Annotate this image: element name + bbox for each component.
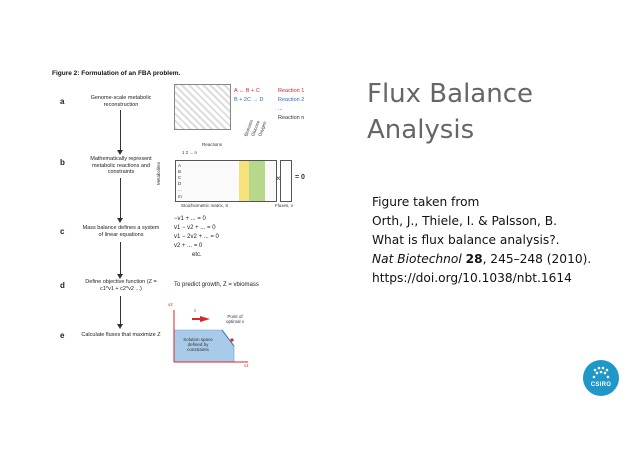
slide-title-line-1: Flux Balance — [367, 79, 534, 109]
objective-arrow-icon — [200, 316, 210, 322]
reaction-1-label: Reaction 1 — [278, 88, 305, 94]
caption-doi-link[interactable]: https://doi.org/10.1038/nbt.1614 — [372, 271, 572, 285]
journal-volume: 28 — [465, 252, 483, 266]
reaction-ellipsis: ... — [278, 106, 283, 112]
plot-x-label: v1 — [244, 363, 249, 368]
figure-title: Figure 2: Formulation of an FBA problem. — [52, 70, 181, 77]
slide-title: Flux Balance Analysis — [367, 76, 533, 148]
matrix-row-a: A — [178, 163, 182, 168]
matrix-row-m: m — [178, 194, 182, 199]
logo-text: CSIRO — [590, 382, 612, 388]
equation-etc: etc. — [192, 252, 202, 258]
stoichiometric-matrix: A B C D ... m — [175, 160, 277, 202]
equals-zero: = 0 — [295, 174, 305, 181]
step-text-a: Genome-scale metabolic reconstruction — [90, 95, 152, 108]
matrix-caption: Stoichiometric matrix, S — [181, 203, 229, 208]
caption-line-2: Orth, J., Thiele, I. & Palsson, B. — [372, 214, 557, 228]
multiply-sign: × — [276, 174, 281, 183]
step-letter-a: a — [60, 97, 65, 106]
reaction-2-equation: B + 2C → D — [234, 97, 264, 103]
journal-name: Nat Biotechnol — [372, 252, 462, 266]
arrowhead-a-icon — [117, 150, 123, 155]
matrix-columns: 1 2 ... n — [182, 150, 198, 155]
solution-space-plot: v2 v1 z Point of optimal v Solution spac… — [168, 302, 250, 368]
journal-pages: , 245–248 (2010). — [482, 252, 592, 266]
equation-2: v1 − v2 + ... = 0 — [174, 225, 216, 231]
metabolic-network-image — [174, 84, 231, 130]
arrowhead-c-icon — [117, 274, 123, 279]
caption-line-1: Figure taken from — [372, 195, 480, 209]
csiro-logo: CSIRO — [583, 360, 619, 396]
flow-arrow-b — [120, 178, 121, 220]
plot-y-label: v2 — [168, 302, 173, 307]
caption-line-3: What is flux balance analysis?. — [372, 233, 560, 247]
arrowhead-d-icon — [117, 324, 123, 329]
reaction-2-label: Reaction 2 — [278, 97, 305, 103]
flow-arrow-c — [120, 242, 121, 276]
solution-space-label: Solution space defined by constraints — [183, 337, 213, 352]
predict-growth-text: To predict growth, Z = vbiomass — [174, 282, 259, 288]
matrix-band-yellow — [239, 161, 249, 201]
matrix-row-d: D — [178, 181, 182, 186]
flux-caption: Fluxes, v — [275, 203, 294, 208]
flow-arrow-d — [120, 296, 121, 326]
equation-3: v1 − 2v2 + ... = 0 — [174, 234, 219, 240]
plot-z-label: z — [194, 308, 197, 313]
step-letter-b: b — [60, 158, 65, 167]
reaction-1-equation: A ↔ B + C — [234, 88, 260, 94]
step-letter-d: d — [60, 281, 65, 290]
arrowhead-b-icon — [117, 218, 123, 223]
caption-line-4: Nat Biotechnol 28, 245–248 (2010). — [372, 250, 591, 269]
matrix-metabolites-label: Metabolites — [156, 161, 161, 185]
flow-arrow-a — [120, 110, 121, 152]
step-letter-c: c — [60, 227, 65, 236]
fba-figure: Figure 2: Formulation of an FBA problem.… — [52, 70, 354, 370]
step-text-e: Calculate fluxes that maximize Z — [81, 332, 161, 338]
matrix-row-b: B — [178, 169, 182, 174]
csiro-logo-icon — [592, 366, 610, 379]
optimal-point-label: Point of optimal v — [225, 314, 244, 324]
optimal-edge — [221, 329, 235, 347]
step-text-b: Mathematically represent metabolic react… — [90, 156, 152, 175]
reaction-n-label: Reaction n — [278, 115, 305, 121]
matrix-row-c: C — [178, 175, 182, 180]
equation-4: v2 + ... = 0 — [174, 243, 203, 249]
optimal-point — [230, 338, 234, 342]
step-text-d: Define objective function (Z = c1*v1 + c… — [85, 279, 157, 292]
solution-space-svg — [173, 310, 248, 363]
step-text-c: Mass balance defines a system of linear … — [82, 225, 160, 238]
slide-title-line-2: Analysis — [367, 115, 475, 145]
equation-1: −v1 + ... = 0 — [174, 216, 206, 222]
step-letter-e: e — [60, 331, 65, 340]
matrix-reactions-label: Reactions — [202, 142, 223, 147]
matrix-band-green — [249, 161, 265, 201]
matrix-row-ellipsis: ... — [178, 187, 182, 192]
flux-vector — [280, 160, 292, 202]
citation-caption: Figure taken from Orth, J., Thiele, I. &… — [372, 193, 591, 288]
